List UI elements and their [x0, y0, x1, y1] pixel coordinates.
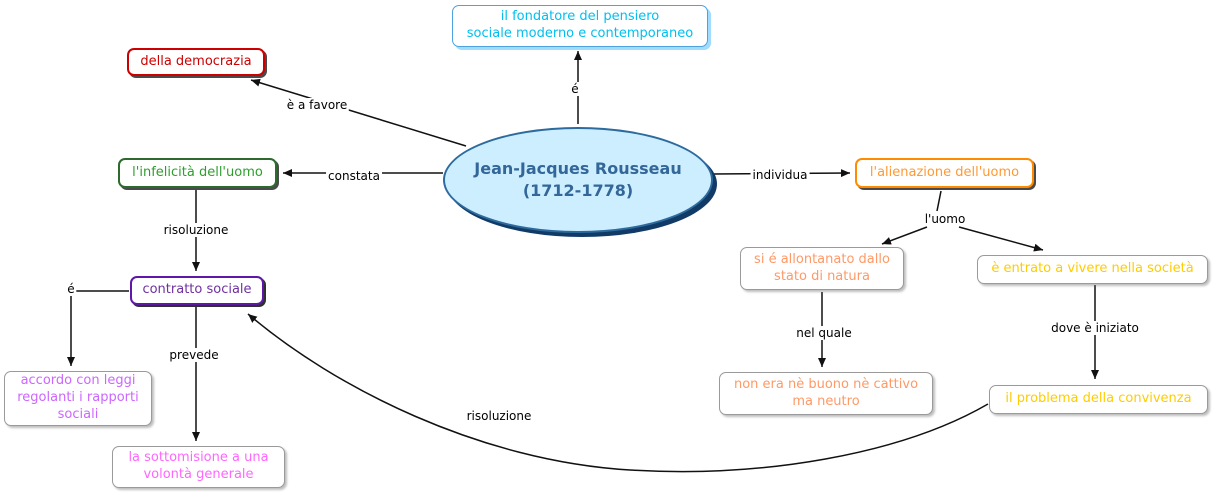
- arrow-to-accordo: [67, 290, 129, 366]
- link-label-e-left[interactable]: é: [65, 282, 77, 296]
- link-label-prevede[interactable]: prevede: [167, 348, 221, 362]
- node-sottomisione[interactable]: la sottomisione a una volontà generale: [112, 446, 285, 488]
- link-label-nel-quale[interactable]: nel quale: [794, 326, 854, 340]
- link-label-risoluzione-dx[interactable]: risoluzione: [464, 409, 534, 423]
- node-problema[interactable]: il problema della convivenza: [989, 385, 1208, 414]
- link-label-a-favore[interactable]: è a favore: [284, 98, 350, 112]
- node-accordo[interactable]: accordo con leggi regolanti i rapporti s…: [4, 371, 152, 426]
- link-label-risoluzione-sx[interactable]: risoluzione: [161, 223, 231, 237]
- node-contratto[interactable]: contratto sociale: [130, 276, 264, 305]
- link-label-individua[interactable]: individua: [750, 168, 810, 182]
- rousseau-years: (1712-1778): [522, 181, 634, 200]
- node-nonera[interactable]: non era nè buono nè cattivo ma neutro: [719, 372, 933, 415]
- node-democrazia[interactable]: della democrazia: [127, 48, 265, 76]
- arrow-to-entrato: [958, 226, 1044, 252]
- node-fondatore[interactable]: il fondatore del pensiero sociale modern…: [452, 5, 708, 47]
- link-label-dove[interactable]: dove è iniziato: [1049, 321, 1141, 335]
- link-label-constata[interactable]: constata: [326, 169, 382, 183]
- node-alienazione[interactable]: l'alienazione dell'uomo: [855, 158, 1034, 188]
- arrow-to-democrazia: [250, 78, 467, 147]
- node-entrato[interactable]: è entrato a vivere nella società: [977, 255, 1208, 284]
- rousseau-name: Jean-Jacques Rousseau: [474, 159, 682, 179]
- node-rousseau[interactable]: Jean-Jacques Rousseau (1712-1778): [443, 127, 713, 233]
- uomo-branch-stem: [936, 190, 942, 212]
- link-label-e-top[interactable]: é: [569, 82, 581, 96]
- node-infelicita[interactable]: l'infelicità dell'uomo: [118, 158, 277, 188]
- link-label-uomo[interactable]: l'uomo: [922, 212, 968, 226]
- arrow-curve-risoluzione: [247, 313, 989, 473]
- arrow-to-allontanato: [881, 226, 928, 245]
- node-allontanato[interactable]: si é allontanato dallo stato di natura: [740, 247, 904, 290]
